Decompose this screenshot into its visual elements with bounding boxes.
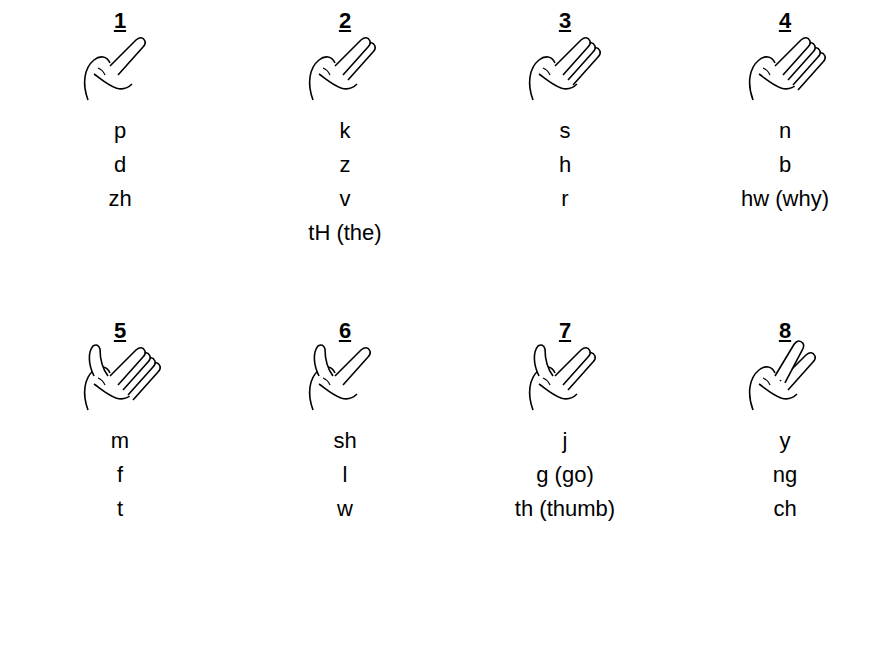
consonant-label: b (779, 152, 791, 178)
handshape-number: 8 (779, 318, 791, 344)
consonant-label: j (563, 428, 568, 454)
consonant-label: ng (773, 462, 797, 488)
consonant-label: h (559, 152, 571, 178)
hand-shape (310, 38, 376, 100)
hand-shape (310, 345, 371, 410)
consonant-label: d (114, 152, 126, 178)
consonant-label: z (340, 152, 351, 178)
consonant-label: hw (why) (741, 186, 829, 212)
consonant-label: v (340, 186, 351, 212)
consonant-label: zh (108, 186, 131, 212)
handshape-number: 3 (559, 8, 571, 34)
consonant-label: k (340, 118, 351, 144)
hand-shape (750, 340, 816, 410)
handshape-number: 6 (339, 318, 351, 344)
handshape-number: 4 (779, 8, 791, 34)
consonant-label: g (go) (536, 462, 593, 488)
consonant-label: t (117, 496, 123, 522)
consonant-label: r (561, 186, 568, 212)
consonant-label: y (780, 428, 791, 454)
consonant-label: th (thumb) (515, 496, 615, 522)
consonant-label: w (337, 496, 353, 522)
handshape-number: 5 (114, 318, 126, 344)
hand-shape (750, 38, 826, 100)
consonant-label: tH (the) (308, 220, 381, 246)
consonant-label: f (117, 462, 123, 488)
hand-shape (530, 38, 601, 100)
handshape-number: 7 (559, 318, 571, 344)
consonant-label: n (779, 118, 791, 144)
hand-shape (530, 345, 596, 410)
hand-shape (85, 38, 146, 100)
handshape-number: 2 (339, 8, 351, 34)
consonant-label: sh (333, 428, 356, 454)
consonant-label: ch (773, 496, 796, 522)
consonant-label: l (343, 462, 348, 488)
consonant-label: m (111, 428, 129, 454)
consonant-label: p (114, 118, 126, 144)
consonant-label: s (560, 118, 571, 144)
hand-shape (85, 345, 161, 410)
handshape-number: 1 (114, 8, 126, 34)
